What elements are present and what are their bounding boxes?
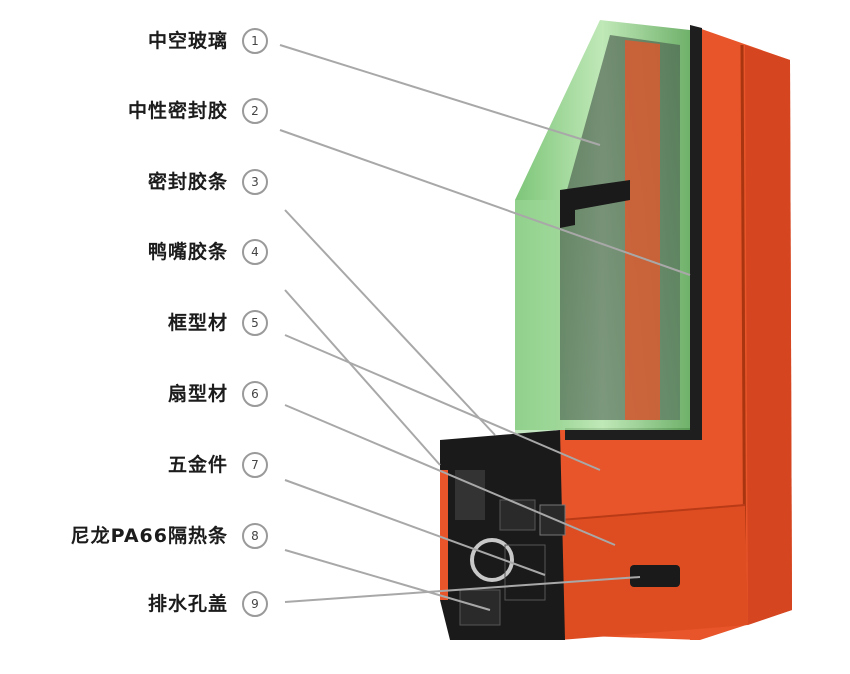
profile-chamber-1 (455, 470, 485, 520)
hardware-ring (470, 538, 514, 582)
legend-number-2: 2 (242, 98, 268, 124)
leader-lines (279, 44, 691, 611)
legend-number-4: 4 (242, 239, 268, 265)
glass-orange-reflection (625, 40, 660, 420)
frame-profile-vertical-shade (745, 45, 792, 625)
glass-edge (515, 200, 555, 440)
legend-number-1: 1 (242, 28, 268, 54)
leader-line-5 (284, 334, 601, 471)
legend-label-9: 排水孔盖 (147, 593, 228, 615)
legend-label-8: 尼龙PA66隔热条 (70, 525, 228, 547)
sash-edge-line (559, 504, 746, 521)
legend-label-6: 扇型材 (167, 383, 228, 405)
profile-chamber-4 (539, 504, 566, 536)
leader-line-8 (284, 549, 491, 611)
glass-spacer-bar (560, 180, 630, 228)
legend-label-2: 中性密封胶 (127, 100, 228, 122)
legend-number-8: 8 (242, 523, 268, 549)
legend-label-1: 中空玻璃 (147, 30, 228, 52)
legend-label-3: 密封胶条 (147, 171, 228, 193)
sash-outer-strip (440, 470, 448, 600)
legend-number-6: 6 (242, 381, 268, 407)
legend-number-7: 7 (242, 452, 268, 478)
legend-number-3: 3 (242, 169, 268, 195)
leader-line-6 (284, 404, 616, 546)
leader-line-4 (284, 289, 441, 466)
profile-chamber-2 (499, 499, 536, 531)
legend-label-5: 框型材 (167, 312, 228, 334)
leader-line-7 (284, 479, 546, 576)
leader-line-1 (279, 44, 601, 146)
legend-label-7: 五金件 (167, 454, 228, 476)
leader-line-2 (279, 129, 691, 276)
legend-number-5: 5 (242, 310, 268, 336)
legend-label-4: 鸭嘴胶条 (147, 241, 228, 263)
drainage-hole-cap (630, 565, 680, 587)
nylon-strip-outline (504, 544, 546, 601)
leader-line-3 (284, 209, 496, 436)
leader-line-9 (284, 576, 641, 603)
legend-number-9: 9 (242, 591, 268, 617)
